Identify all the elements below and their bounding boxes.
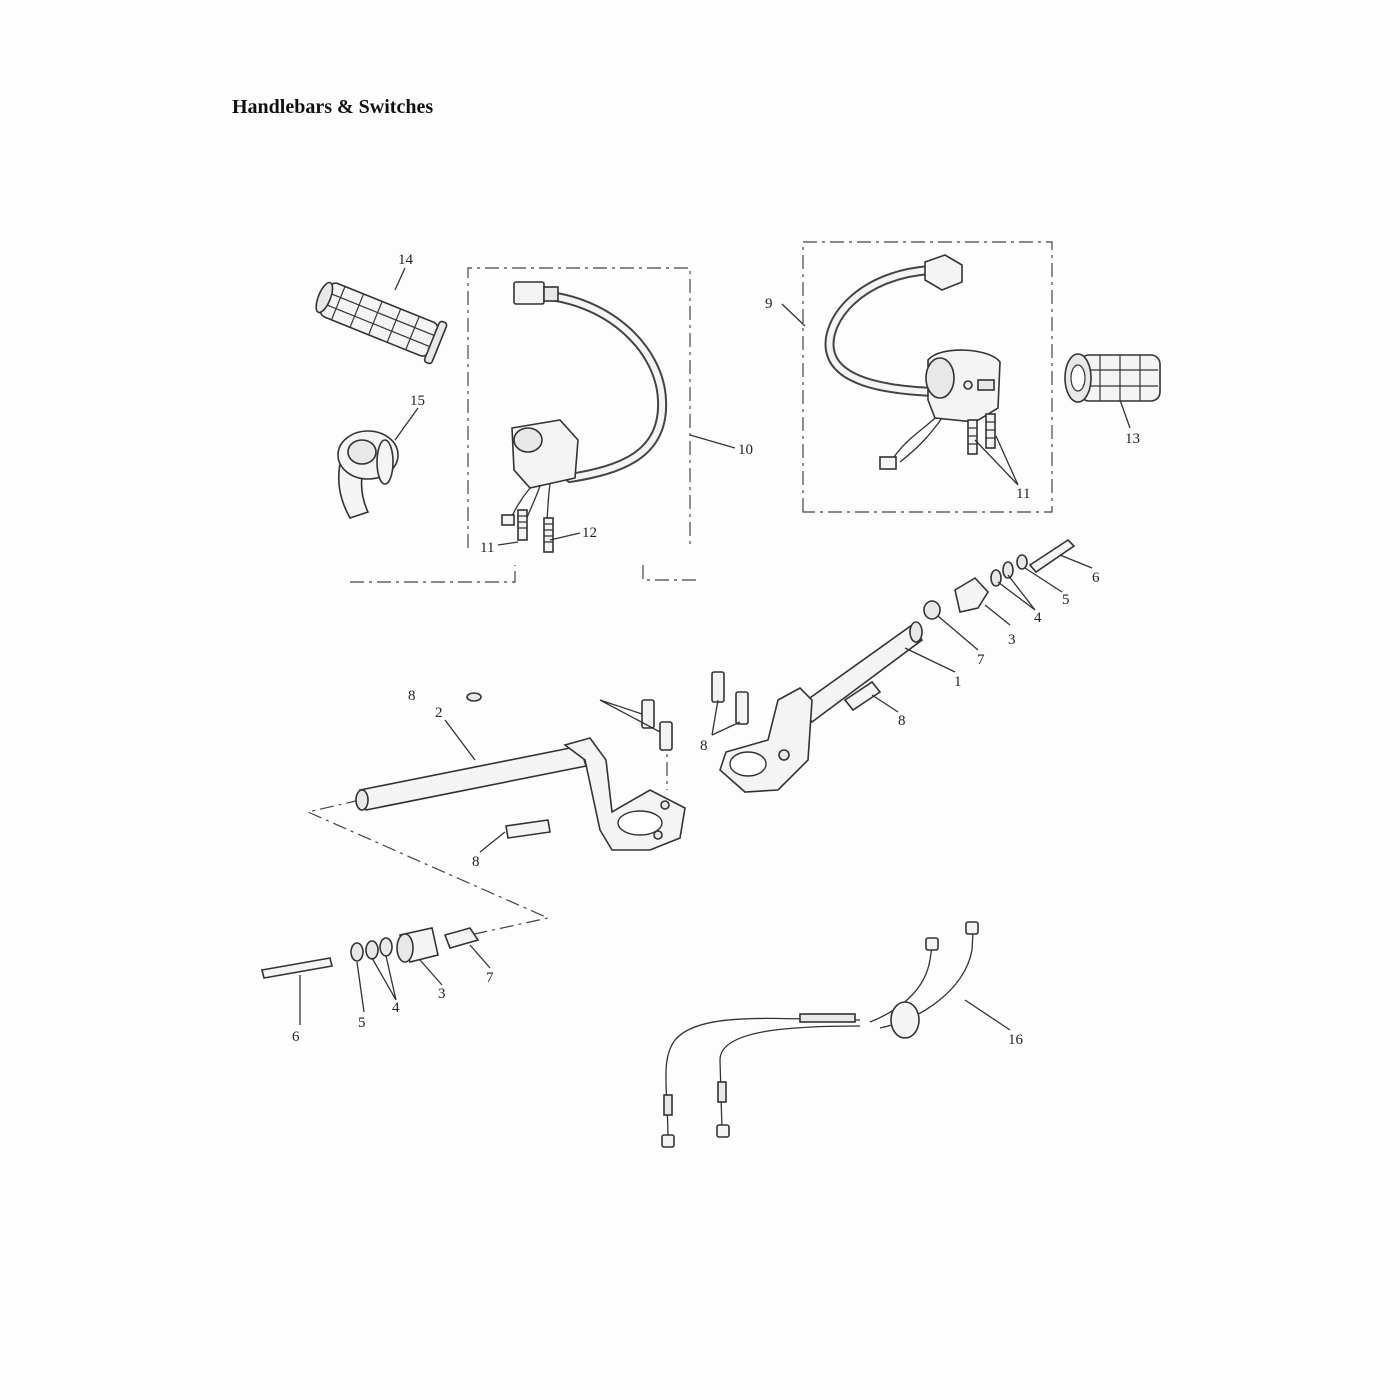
- callout-8-top: 8: [408, 688, 416, 704]
- callout-3-left: 3: [438, 986, 446, 1002]
- right-switch-housing-part: [824, 254, 1001, 470]
- callout-11-left: 11: [480, 540, 494, 556]
- screws-right-part: [967, 413, 996, 455]
- callout-6-left: 6: [292, 1029, 300, 1045]
- left-switch-housing-part: [501, 281, 668, 526]
- callout-9: 9: [765, 296, 773, 312]
- callout-6-right: 6: [1092, 570, 1100, 586]
- switch-group-right-box: [802, 241, 1053, 513]
- callout-4-left: 4: [392, 1000, 400, 1016]
- callout-11-right: 11: [1016, 486, 1030, 502]
- callout-13: 13: [1125, 431, 1140, 447]
- switch-group-left-box: [350, 267, 700, 583]
- callout-10: 10: [738, 442, 753, 458]
- right-handlebar-part: [719, 621, 924, 793]
- callout-7-left: 7: [486, 970, 494, 986]
- bar-end-left-part: [261, 927, 480, 979]
- throttle-cables-part: [661, 921, 979, 1148]
- throttle-twist-part: [337, 430, 399, 519]
- callout-5-left: 5: [358, 1015, 366, 1031]
- bar-end-right-part: [923, 538, 1076, 620]
- callout-14: 14: [398, 252, 414, 268]
- callout-1: 1: [954, 674, 962, 690]
- page-title: Handlebars & Switches: [232, 96, 434, 118]
- left-handlebar-part: [355, 737, 686, 851]
- callout-16: 16: [1008, 1032, 1024, 1048]
- callout-labels: 14 15 10 9 13 11 11 12 6 5 4 3 7 1 8 8 2…: [292, 252, 1140, 1048]
- callout-8-right-bolt: 8: [898, 713, 906, 729]
- bolts-8-part: [466, 671, 882, 839]
- callout-8-left: 8: [472, 854, 480, 870]
- callout-3-right: 3: [1008, 632, 1016, 648]
- callout-8-right-clamp: 8: [700, 738, 708, 754]
- callout-15: 15: [410, 393, 425, 409]
- grip-left-part: [315, 281, 448, 365]
- callout-7-right: 7: [977, 652, 985, 668]
- callout-12: 12: [582, 525, 597, 541]
- callout-4-right: 4: [1034, 610, 1042, 626]
- screws-left-part: [517, 509, 554, 553]
- callout-5-right: 5: [1062, 592, 1070, 608]
- callout-2: 2: [435, 705, 443, 721]
- leader-lines: [299, 267, 1131, 1031]
- grip-right-part: [1064, 353, 1161, 403]
